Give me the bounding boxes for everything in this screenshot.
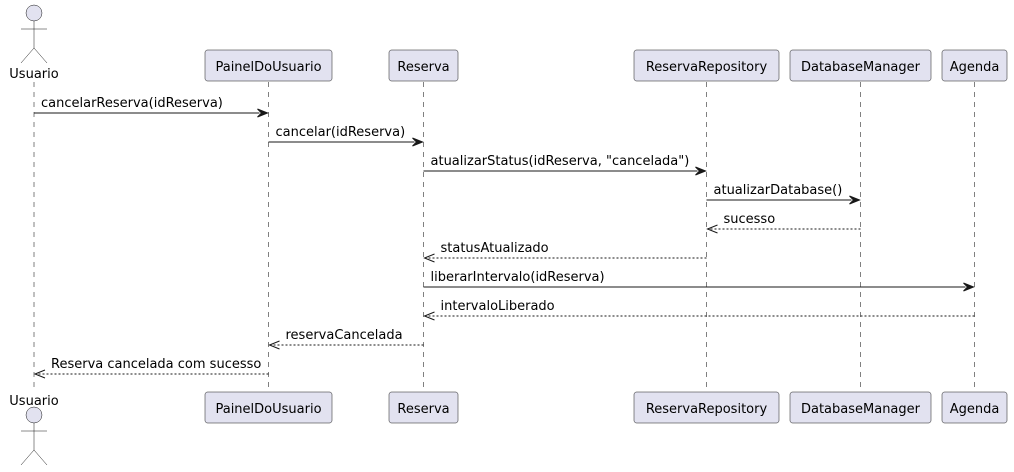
message-label: cancelarReserva(idReserva) <box>41 96 223 111</box>
arrowhead-open <box>268 340 280 350</box>
participant-label-agenda-bottom: Agenda <box>950 402 1000 417</box>
message-2: cancelar(idReserva) <box>268 125 424 147</box>
actor-leg-left <box>20 449 35 466</box>
participant-label-reserva-top: Reserva <box>397 60 449 75</box>
participant-label-usuario-top: Usuario <box>9 67 58 82</box>
participant-label-db-top: DatabaseManager <box>801 60 921 75</box>
actor-leg-right <box>33 47 48 64</box>
message-label: intervaloLiberado <box>441 299 555 314</box>
message-label: sucesso <box>724 212 776 227</box>
actor-usuario-top <box>20 4 48 64</box>
message-label: reservaCancelada <box>286 328 403 343</box>
participant-box-painel-bottom <box>204 391 333 424</box>
message-1: cancelarReserva(idReserva) <box>34 96 269 118</box>
message-8: intervaloLiberado <box>423 299 975 321</box>
arrowhead-open <box>33 369 46 379</box>
participant-label-usuario-bottom: Usuario <box>9 394 58 409</box>
message-7: liberarIntervalo(idReserva) <box>423 270 975 292</box>
participant-box-reserva-bottom <box>388 391 459 424</box>
message-4: atualizarDatabase() <box>706 183 861 205</box>
participant-box-db-top <box>789 49 932 82</box>
arrowhead-open <box>423 311 435 321</box>
participant-label-painel-top: PainelDoUsuario <box>215 60 321 75</box>
arrowhead-open <box>423 253 435 263</box>
arrowhead-filled <box>257 108 269 118</box>
participant-box-repo-top <box>633 49 780 82</box>
participant-box-repo-bottom <box>633 391 780 424</box>
arrowhead-filled <box>695 166 707 176</box>
message-5: sucesso <box>706 212 861 234</box>
participant-box-agenda-bottom <box>941 391 1008 424</box>
participant-box-db-bottom <box>789 391 932 424</box>
participant-box-reserva-top <box>388 49 459 82</box>
message-label: Reserva cancelada com sucesso <box>51 357 261 372</box>
message-label: liberarIntervalo(idReserva) <box>431 270 605 285</box>
actor-leg-left <box>20 47 35 64</box>
participant-box-agenda-top <box>941 49 1008 82</box>
actor-head <box>25 4 43 22</box>
message-6: statusAtualizado <box>423 241 707 263</box>
participant-label-reserva-bottom: Reserva <box>397 402 449 417</box>
arrowhead-filled <box>849 195 861 205</box>
arrowhead-filled <box>963 282 975 292</box>
actor-usuario-bottom <box>20 406 48 466</box>
participant-label-agenda-top: Agenda <box>950 60 1000 75</box>
message-label: statusAtualizado <box>441 241 549 256</box>
actor-head <box>25 406 43 424</box>
message-9: reservaCancelada <box>268 328 424 350</box>
message-10: Reserva cancelada com sucesso <box>33 357 269 379</box>
participant-label-repo-bottom: ReservaRepository <box>646 402 768 417</box>
arrowhead-filled <box>412 137 424 147</box>
message-label: atualizarStatus(idReserva, "cancelada") <box>431 154 690 169</box>
message-3: atualizarStatus(idReserva, "cancelada") <box>423 154 707 176</box>
participant-label-painel-bottom: PainelDoUsuario <box>215 402 321 417</box>
participant-label-db-bottom: DatabaseManager <box>801 402 921 417</box>
participant-box-painel-top <box>204 49 333 82</box>
message-label: cancelar(idReserva) <box>276 125 406 140</box>
message-label: atualizarDatabase() <box>714 183 843 198</box>
actor-leg-right <box>33 449 48 466</box>
participant-label-repo-top: ReservaRepository <box>646 60 768 75</box>
arrowhead-open <box>706 224 718 234</box>
